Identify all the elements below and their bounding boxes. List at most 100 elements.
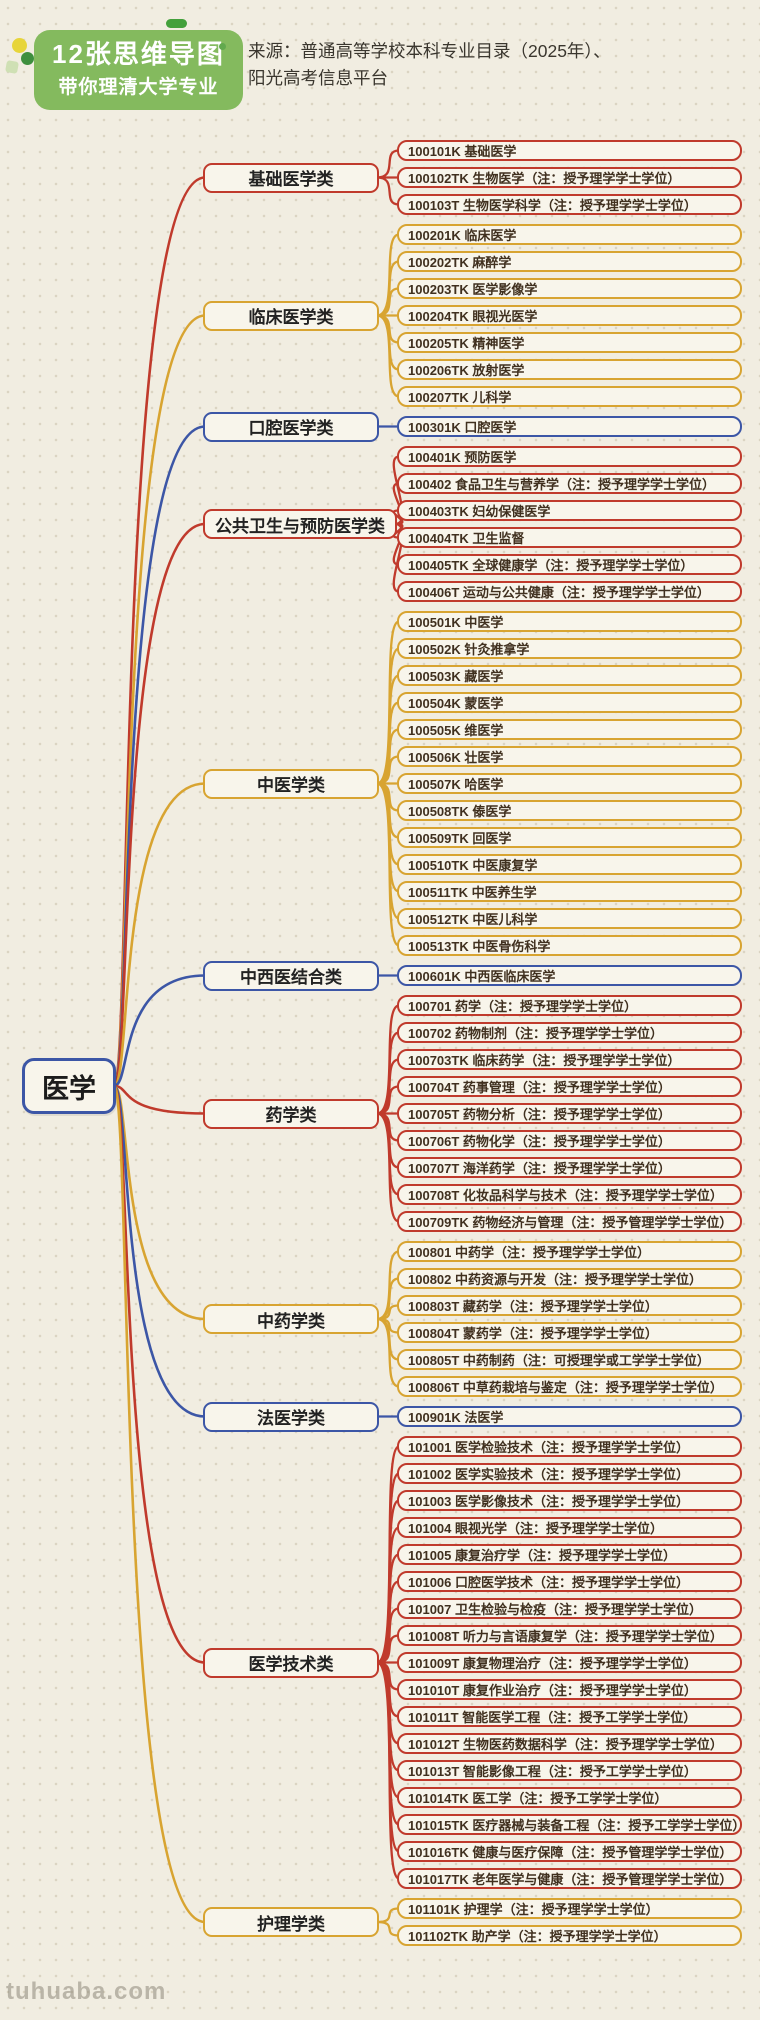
branch-group: 公共卫生与预防医学类 100401K 预防医学 100402 食品卫生与营养学（… xyxy=(0,446,760,602)
major-node: 100102TK 生物医学（注：授予理学学士学位） xyxy=(397,167,742,188)
major-label: 100509TK 回医学 xyxy=(408,831,512,846)
branch-label: 护理学类 xyxy=(257,1914,325,1934)
decor-green-pill xyxy=(166,19,187,28)
major-label: 100207TK 儿科学 xyxy=(408,390,512,405)
major-node: 100405TK 全球健康学（注：授予理学学士学位） xyxy=(397,554,742,575)
branch-label-node: 口腔医学类 xyxy=(203,411,379,442)
branch-label: 基础医学类 xyxy=(248,170,334,189)
major-label: 101012T 生物医药数据科学（注：授予理学学士学位） xyxy=(408,1737,723,1752)
major-label: 100701 药学（注：授予理学学士学位） xyxy=(408,999,637,1014)
major-list: 101001 医学检验技术（注：授予理学学士学位） 101002 医学实验技术（… xyxy=(397,1436,742,1889)
major-label: 101014TK 医工学（注：授予工学学士学位） xyxy=(408,1791,668,1806)
major-label: 100401K 预防医学 xyxy=(408,450,517,465)
major-node: 101014TK 医工学（注：授予工学学士学位） xyxy=(397,1787,742,1808)
major-label: 101003 医学影像技术（注：授予理学学士学位） xyxy=(408,1494,689,1509)
decor-green-circle xyxy=(21,52,34,65)
major-label: 100502K 针灸推拿学 xyxy=(408,642,530,657)
major-label: 101007 卫生检验与检疫（注：授予理学学士学位） xyxy=(408,1602,702,1617)
major-label: 100803T 藏药学（注：授予理学学士学位） xyxy=(408,1299,658,1314)
branch-group: 药学类 100701 药学（注：授予理学学士学位） 100702 药物制剂（注：… xyxy=(0,995,760,1232)
major-node: 100706T 药物化学（注：授予理学学士学位） xyxy=(397,1130,742,1151)
major-node: 100503K 藏医学 xyxy=(397,665,742,686)
major-node: 100202TK 麻醉学 xyxy=(397,251,742,272)
major-label: 100506K 壮医学 xyxy=(408,750,504,765)
major-node: 100507K 哈医学 xyxy=(397,773,742,794)
major-list: 100401K 预防医学 100402 食品卫生与营养学（注：授予理学学士学位）… xyxy=(397,446,742,602)
major-label: 100504K 蒙医学 xyxy=(408,696,504,711)
badge-title: 12张思维导图 xyxy=(52,39,225,69)
major-label: 100805T 中药制药（注：可授理学或工学学士学位） xyxy=(408,1353,710,1368)
major-label: 100206TK 放射医学 xyxy=(408,363,525,378)
major-node: 100803T 藏药学（注：授予理学学士学位） xyxy=(397,1295,742,1316)
major-label: 101009T 康复物理治疗（注：授予理学学士学位） xyxy=(408,1656,697,1671)
major-label: 100404TK 卫生监督 xyxy=(408,531,525,546)
major-list: 100201K 临床医学 100202TK 麻醉学 100203TK 医学影像学… xyxy=(397,224,742,407)
major-label: 100102TK 生物医学（注：授予理学学士学位） xyxy=(408,171,681,186)
major-label: 101004 眼视光学（注：授予理学学士学位） xyxy=(408,1521,663,1536)
major-node: 101005 康复治疗学（注：授予理学学士学位） xyxy=(397,1544,742,1565)
major-node: 100502K 针灸推拿学 xyxy=(397,638,742,659)
major-node: 101011T 智能医学工程（注：授予工学学士学位） xyxy=(397,1706,742,1727)
major-label: 100507K 哈医学 xyxy=(408,777,504,792)
major-label: 101015TK 医疗器械与装备工程（注：授予工学学士学位） xyxy=(408,1818,742,1833)
major-label: 100707T 海洋药学（注：授予理学学士学位） xyxy=(408,1161,671,1176)
major-node: 100805T 中药制药（注：可授理学或工学学士学位） xyxy=(397,1349,742,1370)
branch-label-node: 中医学类 xyxy=(203,768,379,799)
major-node: 100510TK 中医康复学 xyxy=(397,854,742,875)
major-node: 100505K 维医学 xyxy=(397,719,742,740)
major-node: 100703TK 临床药学（注：授予理学学士学位） xyxy=(397,1049,742,1070)
decor-green-dot xyxy=(219,43,226,50)
major-node: 100901K 法医学 xyxy=(397,1406,742,1427)
major-node: 101010T 康复作业治疗（注：授予理学学士学位） xyxy=(397,1679,742,1700)
decor-yellow-circle xyxy=(12,38,27,53)
major-node: 100501K 中医学 xyxy=(397,611,742,632)
major-label: 100804T 蒙药学（注：授予理学学士学位） xyxy=(408,1326,658,1341)
major-node: 101004 眼视光学（注：授予理学学士学位） xyxy=(397,1517,742,1538)
branch-group: 基础医学类 100101K 基础医学 100102TK 生物医学（注：授予理学学… xyxy=(0,140,760,215)
branch-groups: 基础医学类 100101K 基础医学 100102TK 生物医学（注：授予理学学… xyxy=(0,140,760,1955)
major-node: 100702 药物制剂（注：授予理学学士学位） xyxy=(397,1022,742,1043)
major-list: 100301K 口腔医学 xyxy=(397,416,742,437)
major-label: 100801 中药学（注：授予理学学士学位） xyxy=(408,1245,650,1260)
major-label: 100203TK 医学影像学 xyxy=(408,282,538,297)
major-label: 100202TK 麻醉学 xyxy=(408,255,512,270)
major-node: 100704T 药事管理（注：授予理学学士学位） xyxy=(397,1076,742,1097)
major-node: 100511TK 中医养生学 xyxy=(397,881,742,902)
major-label: 101011T 智能医学工程（注：授予工学学士学位） xyxy=(408,1710,697,1725)
branch-label: 口腔医学类 xyxy=(248,419,334,438)
branch-label-node: 医学技术类 xyxy=(203,1647,379,1678)
major-label: 100601K 中西医临床医学 xyxy=(408,969,556,984)
root-label: 医学 xyxy=(42,1073,96,1104)
branch-label: 药学类 xyxy=(265,1106,317,1125)
major-node: 100708T 化妆品科学与技术（注：授予理学学士学位） xyxy=(397,1184,742,1205)
decor-green-square xyxy=(5,60,19,74)
major-node: 100406T 运动与公共健康（注：授予理学学士学位） xyxy=(397,581,742,602)
major-node: 101001 医学检验技术（注：授予理学学士学位） xyxy=(397,1436,742,1457)
major-node: 100506K 壮医学 xyxy=(397,746,742,767)
major-label: 100511TK 中医养生学 xyxy=(408,885,537,900)
major-label: 100706T 药物化学（注：授予理学学士学位） xyxy=(408,1134,671,1149)
branch-group: 中医学类 100501K 中医学 100502K 针灸推拿学 100503K 藏… xyxy=(0,611,760,956)
major-label: 100503K 藏医学 xyxy=(408,669,504,684)
major-label: 100403TK 妇幼保健医学 xyxy=(408,504,551,519)
branch-label-node: 中药学类 xyxy=(203,1304,379,1334)
major-list: 101101K 护理学（注：授予理学学士学位） 101102TK 助产学（注：授… xyxy=(397,1898,742,1946)
major-node: 101016TK 健康与医疗保障（注：授予管理学学士学位） xyxy=(397,1841,742,1862)
major-label: 100901K 法医学 xyxy=(408,1410,504,1425)
major-label: 101013T 智能影像工程（注：授予工学学士学位） xyxy=(408,1764,697,1779)
major-label: 100510TK 中医康复学 xyxy=(408,858,538,873)
major-label: 100802 中药资源与开发（注：授予理学学士学位） xyxy=(408,1272,702,1287)
major-label: 100709TK 药物经济与管理（注：授予管理学学士学位） xyxy=(408,1215,733,1230)
major-label: 101001 医学检验技术（注：授予理学学士学位） xyxy=(408,1440,689,1455)
header-badge: 12张思维导图 带你理清大学专业 xyxy=(34,30,243,111)
major-node: 100206TK 放射医学 xyxy=(397,359,742,380)
branch-label-node: 临床医学类 xyxy=(203,300,379,331)
major-node: 100801 中药学（注：授予理学学士学位） xyxy=(397,1241,742,1262)
major-label: 100204TK 眼视光医学 xyxy=(408,309,538,324)
major-node: 100103T 生物医学科学（注：授予理学学士学位） xyxy=(397,194,742,215)
major-label: 100402 食品卫生与营养学（注：授予理学学士学位） xyxy=(408,477,715,492)
major-label: 100103T 生物医学科学（注：授予理学学士学位） xyxy=(408,198,697,213)
major-node: 101003 医学影像技术（注：授予理学学士学位） xyxy=(397,1490,742,1511)
branch-label: 临床医学类 xyxy=(248,308,334,327)
